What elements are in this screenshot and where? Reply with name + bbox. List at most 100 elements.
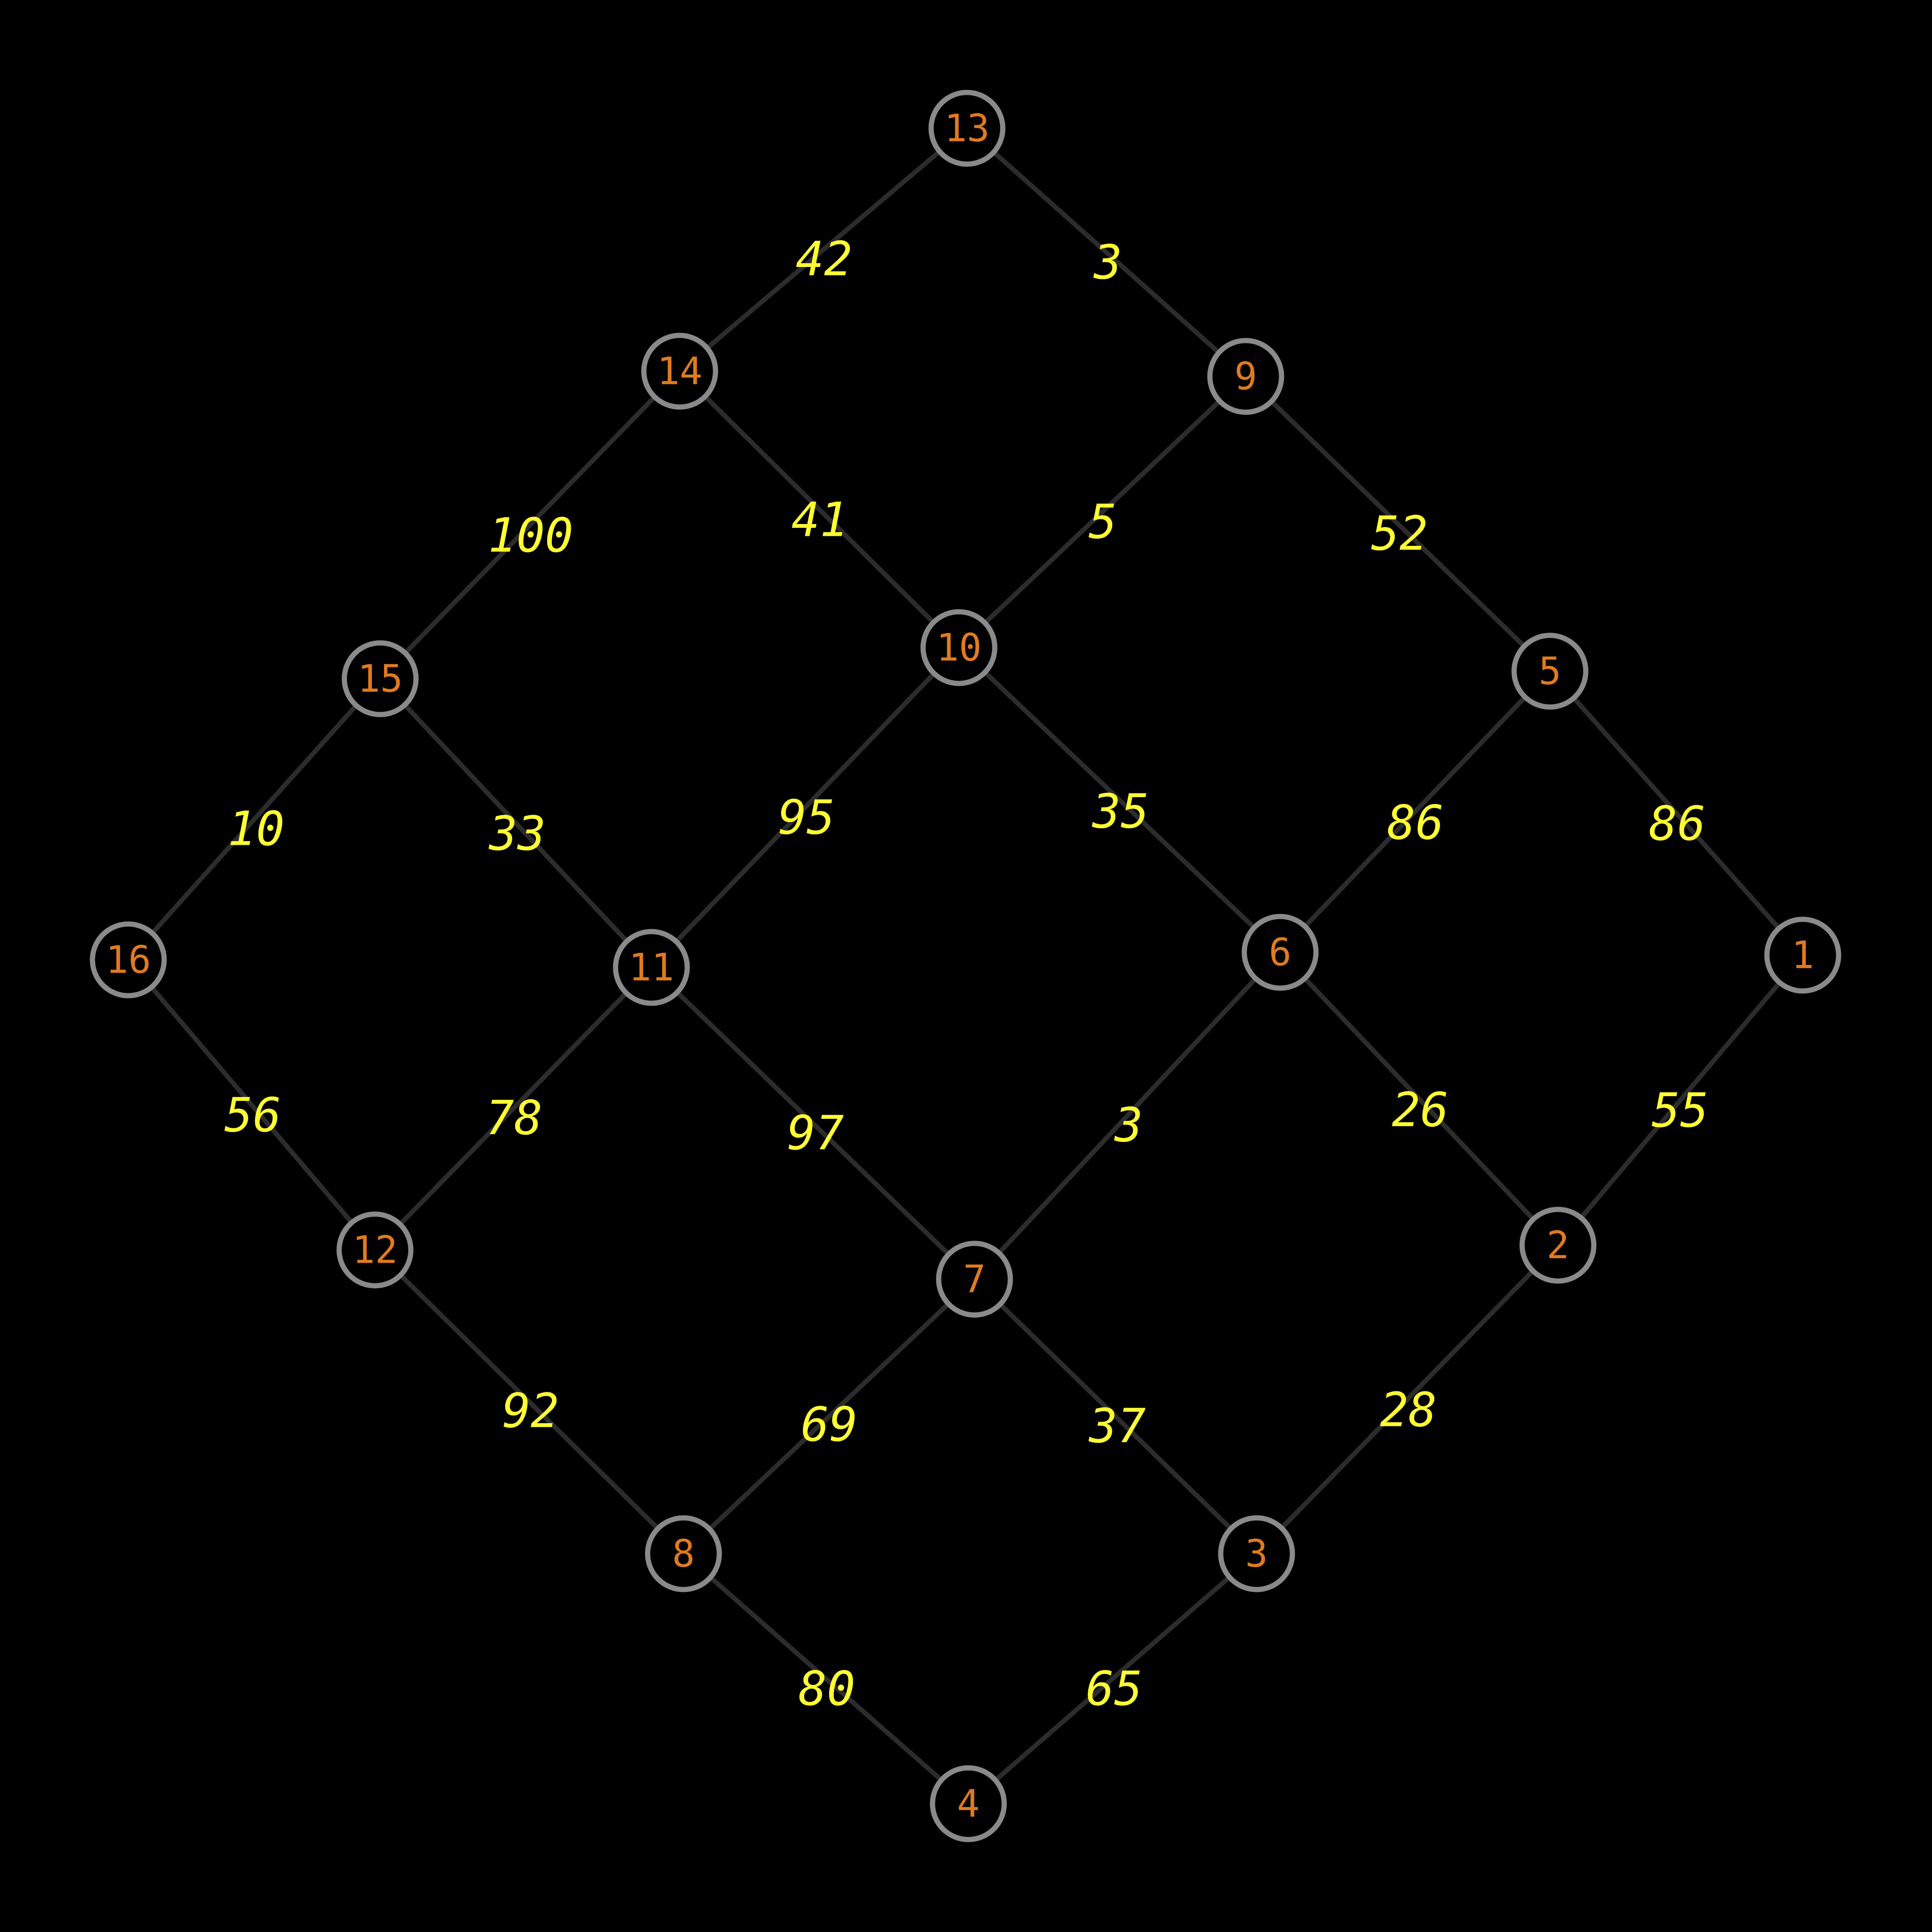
edge-5-1 [1548, 669, 1805, 958]
graph-node-11: 11 [613, 929, 690, 1006]
edge-10-6 [957, 645, 1282, 955]
graph-node-16: 16 [90, 921, 167, 999]
edges-layer [126, 126, 1805, 1806]
edge-weight-label: 100 [488, 508, 574, 563]
edge-weight-label: 52 [1371, 506, 1428, 561]
edge-10-11 [649, 645, 961, 970]
edge-13-9 [965, 126, 1248, 379]
edge-11-7 [649, 965, 977, 1282]
graph-node-6: 6 [1241, 914, 1319, 991]
edge-weight-label: 55 [1652, 1083, 1708, 1138]
edge-weight-label: 37 [1089, 1399, 1146, 1454]
edge-6-2 [1278, 950, 1560, 1248]
edge-weight-label: 86 [1387, 795, 1444, 850]
edge-13-14 [677, 126, 969, 374]
edge-weight-label: 97 [787, 1106, 844, 1161]
edge-weight-label: 95 [778, 790, 835, 845]
edge-11-12 [373, 965, 654, 1252]
node-circle [1519, 1207, 1597, 1284]
node-label: 9 [1234, 355, 1257, 399]
edge-16-12 [126, 958, 377, 1252]
edge-weight-label: 41 [791, 492, 848, 548]
graph-node-10: 10 [920, 609, 998, 686]
node-label: 13 [944, 107, 990, 150]
graph-node-9: 9 [1207, 338, 1284, 415]
node-circle [930, 1765, 1007, 1842]
edge-weight-label: 69 [801, 1397, 858, 1452]
edge-15-16 [126, 676, 383, 962]
node-circle [1218, 1515, 1295, 1592]
edge-5-6 [1278, 669, 1552, 955]
node-label: 3 [1245, 1532, 1268, 1576]
node-label: 14 [657, 350, 702, 393]
node-label: 5 [1539, 650, 1561, 693]
node-label: 11 [629, 946, 674, 990]
edge-9-5 [1243, 374, 1552, 674]
graph-node-4: 4 [930, 1765, 1007, 1842]
node-label: 10 [936, 626, 982, 670]
graph-node-8: 8 [645, 1515, 722, 1592]
node-circle [1764, 916, 1841, 994]
node-label: 6 [1269, 931, 1291, 974]
node-circle [928, 90, 1006, 167]
graph-node-5: 5 [1511, 633, 1589, 710]
edge-weight-label: 5 [1089, 494, 1117, 550]
edge-14-15 [378, 369, 682, 681]
node-circle [641, 333, 718, 410]
edge-weight-label: 42 [796, 232, 852, 287]
edge-weight-label: 65 [1086, 1661, 1142, 1716]
node-label: 12 [352, 1228, 398, 1272]
graph-node-15: 15 [341, 640, 419, 717]
edge-6-7 [972, 950, 1282, 1282]
graph-node-3: 3 [1218, 1515, 1295, 1592]
edge-weight-label: 3 [1093, 235, 1122, 290]
node-label: 8 [672, 1532, 695, 1576]
node-circle [920, 609, 998, 686]
edge-7-8 [681, 1277, 977, 1556]
edge-weight-label: 86 [1649, 796, 1706, 851]
edge-3-4 [966, 1551, 1259, 1806]
node-circle [1241, 914, 1319, 991]
edge-weight-label: 28 [1380, 1382, 1437, 1438]
node-circle [936, 1241, 1013, 1318]
graph-node-2: 2 [1519, 1207, 1597, 1284]
edge-weight-label: 33 [489, 806, 546, 861]
edge-weight-label: 80 [799, 1661, 855, 1716]
graph-node-7: 7 [936, 1241, 1013, 1318]
edge-15-11 [378, 676, 654, 970]
edge-weight-label: 10 [228, 801, 284, 857]
edge-1-2 [1556, 953, 1805, 1248]
graph-node-13: 13 [928, 90, 1006, 167]
node-label: 4 [957, 1782, 980, 1826]
node-label: 2 [1547, 1224, 1569, 1267]
graph-node-12: 12 [336, 1211, 414, 1289]
graph-node-14: 14 [641, 333, 718, 410]
node-label: 1 [1791, 933, 1814, 977]
node-circle [90, 921, 167, 999]
node-circle [336, 1211, 414, 1289]
node-circle [613, 929, 690, 1006]
node-label: 7 [963, 1257, 986, 1301]
edge-weight-label: 78 [486, 1091, 542, 1146]
node-circle [645, 1515, 722, 1592]
edge-weight-label: 56 [225, 1088, 281, 1143]
edge-weight-label: 3 [1114, 1098, 1143, 1153]
node-circle [1207, 338, 1284, 415]
node-label: 15 [358, 657, 403, 701]
graph-node-1: 1 [1764, 916, 1841, 994]
edge-9-10 [957, 374, 1248, 650]
node-circle [341, 640, 419, 717]
edge-14-10 [677, 369, 961, 650]
edge-8-4 [681, 1551, 971, 1806]
node-circle [1511, 633, 1589, 710]
edge-2-3 [1254, 1243, 1560, 1556]
edge-weight-label: 92 [502, 1383, 559, 1439]
edge-weight-label: 35 [1092, 784, 1149, 839]
edge-7-3 [972, 1277, 1259, 1556]
node-label: 16 [106, 938, 151, 982]
edge-12-8 [373, 1248, 686, 1556]
